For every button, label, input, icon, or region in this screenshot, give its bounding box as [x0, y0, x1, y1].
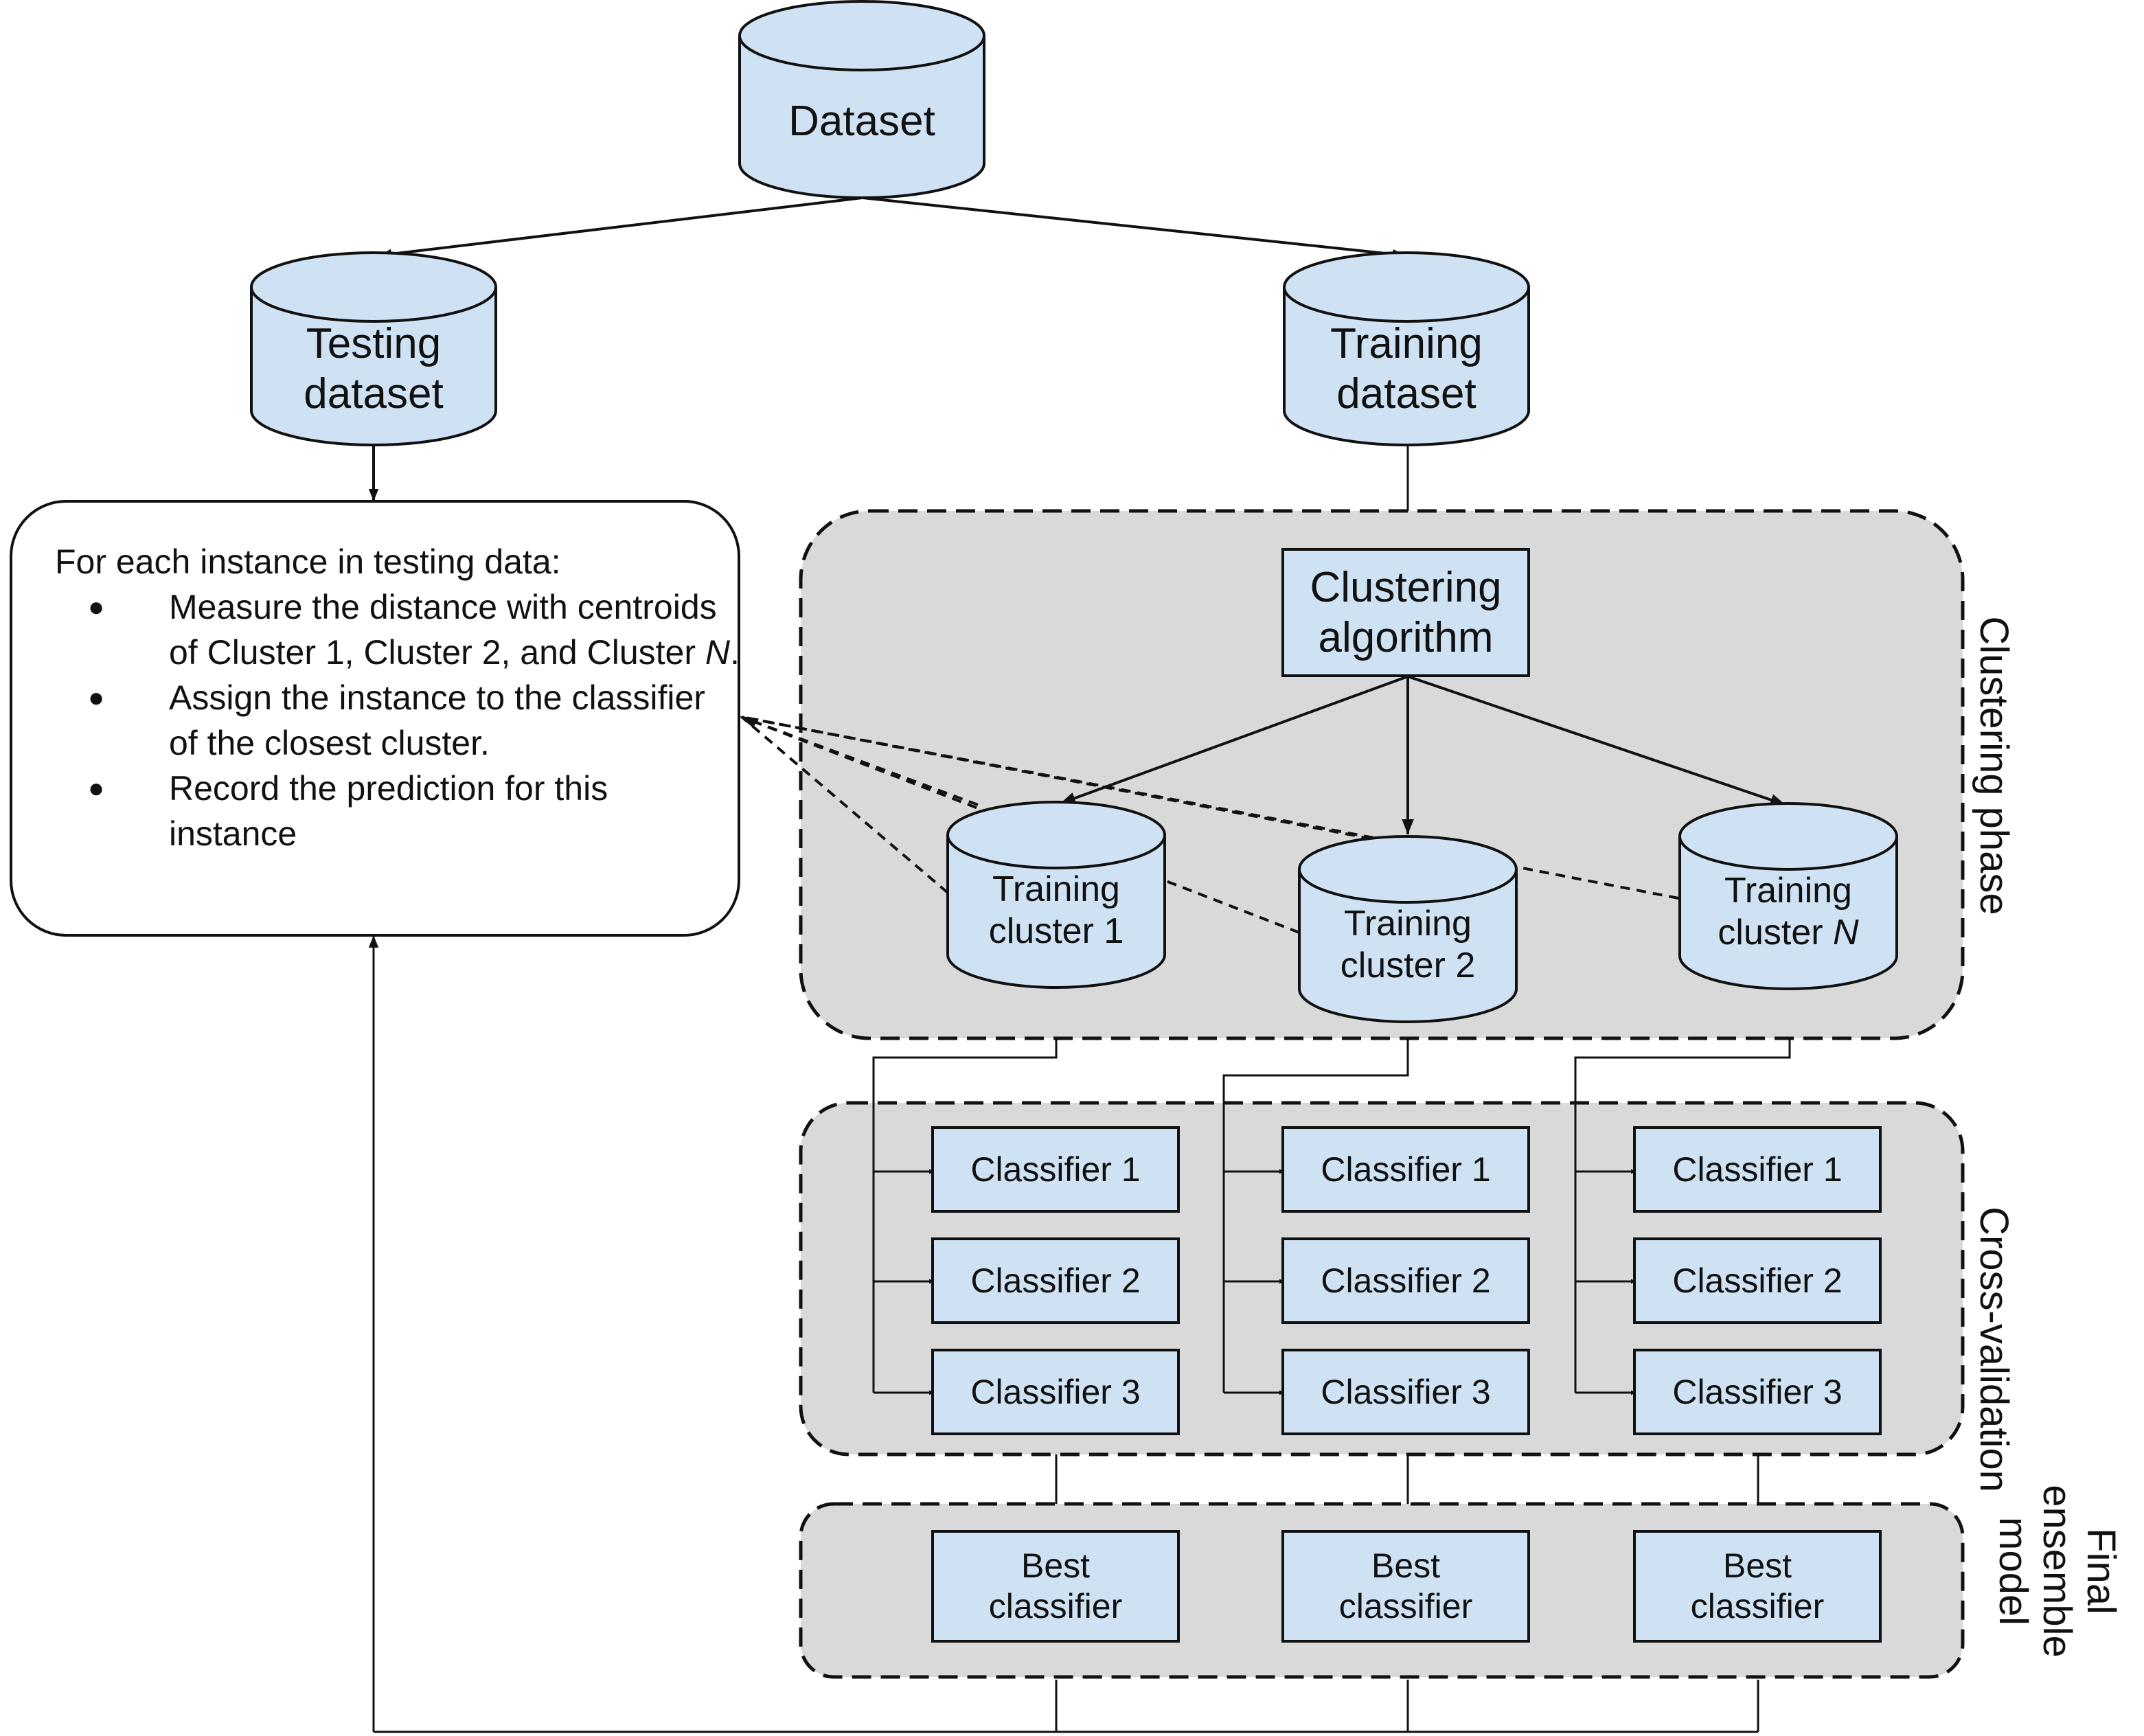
classifier-label-c2-r3: Classifier 3 — [1321, 1372, 1491, 1411]
clustering-phase-label: Clustering phase — [1972, 616, 2016, 915]
edge-dataset-testing — [378, 196, 863, 260]
classifier-box-c1-r3 — [931, 1349, 1180, 1435]
best-classifier-box-3 — [1633, 1530, 1882, 1643]
classifier-label-c3-r1: Classifier 1 — [1672, 1150, 1843, 1189]
classifier-box-c1-r1 — [931, 1126, 1180, 1213]
training-cluster-n-cylinder — [1678, 802, 1898, 990]
classifier-label-c1-r3: Classifier 3 — [970, 1372, 1141, 1411]
classifier-label-c1-r2: Classifier 2 — [970, 1261, 1141, 1300]
testing-dataset-cylinder — [250, 251, 497, 446]
dashed-arrowhead — [739, 716, 758, 728]
training-cluster-n-label: Training cluster N — [1718, 870, 1859, 952]
best-classifier-box-1 — [931, 1530, 1180, 1643]
edge-algo-clusterN — [1407, 675, 1786, 806]
classifier-box-c2-r3 — [1281, 1349, 1530, 1435]
classifier-label-c2-r2: Classifier 2 — [1321, 1261, 1491, 1300]
training-dataset-cylinder — [1283, 251, 1530, 446]
instruction-item: ● Record the prediction for this instanc… — [55, 766, 742, 856]
classifier-box-c1-r2 — [931, 1237, 1180, 1324]
bullet-icon: ● — [88, 683, 105, 713]
classifier-label-c3-r3: Classifier 3 — [1672, 1372, 1843, 1411]
bullet-icon: ● — [88, 773, 105, 803]
instruction-heading: For each instance in testing data: — [55, 542, 561, 581]
instruction-item: ● Assign the instance to the classifier … — [55, 675, 742, 766]
cluster-n-italic: N — [1833, 913, 1859, 952]
instruction-list: ● Measure the distance with centroids of… — [55, 584, 742, 856]
instruction-item: ● Measure the distance with centroids of… — [55, 584, 742, 675]
classifier-label-c1-r1: Classifier 1 — [970, 1150, 1141, 1189]
classifier-label-c3-r2: Classifier 2 — [1672, 1261, 1843, 1300]
edge-clusterN-column — [1574, 1038, 1791, 1393]
edge-dataset-training — [862, 196, 1406, 260]
bullet-icon: ● — [88, 592, 105, 622]
training-cluster-1-cylinder — [946, 801, 1166, 989]
classifier-box-c3-r1 — [1633, 1126, 1882, 1213]
classifier-box-c2-r1 — [1281, 1126, 1530, 1213]
classifier-label-c2-r1: Classifier 1 — [1321, 1150, 1491, 1189]
classifier-box-c2-r2 — [1281, 1237, 1530, 1324]
dashed-clusterN — [741, 716, 1679, 900]
instruction-text: For each instance in testing data: ● Mea… — [55, 539, 742, 856]
edge-cluster2-column — [1222, 1038, 1409, 1393]
clustering-algorithm-box — [1281, 548, 1530, 677]
training-cluster-2-cylinder — [1298, 835, 1518, 1023]
edge-cluster1-column — [872, 1038, 1058, 1393]
classifier-box-c3-r3 — [1633, 1349, 1882, 1435]
best-classifier-box-2 — [1281, 1530, 1530, 1643]
classifier-box-c3-r2 — [1633, 1237, 1882, 1324]
dataset-cylinder — [738, 0, 985, 199]
dashed-cluster1-a — [740, 716, 949, 894]
dataset-label: Dataset — [788, 98, 935, 146]
edge-algo-cluster1 — [1060, 675, 1409, 805]
dashed-cluster1-b — [741, 716, 979, 806]
